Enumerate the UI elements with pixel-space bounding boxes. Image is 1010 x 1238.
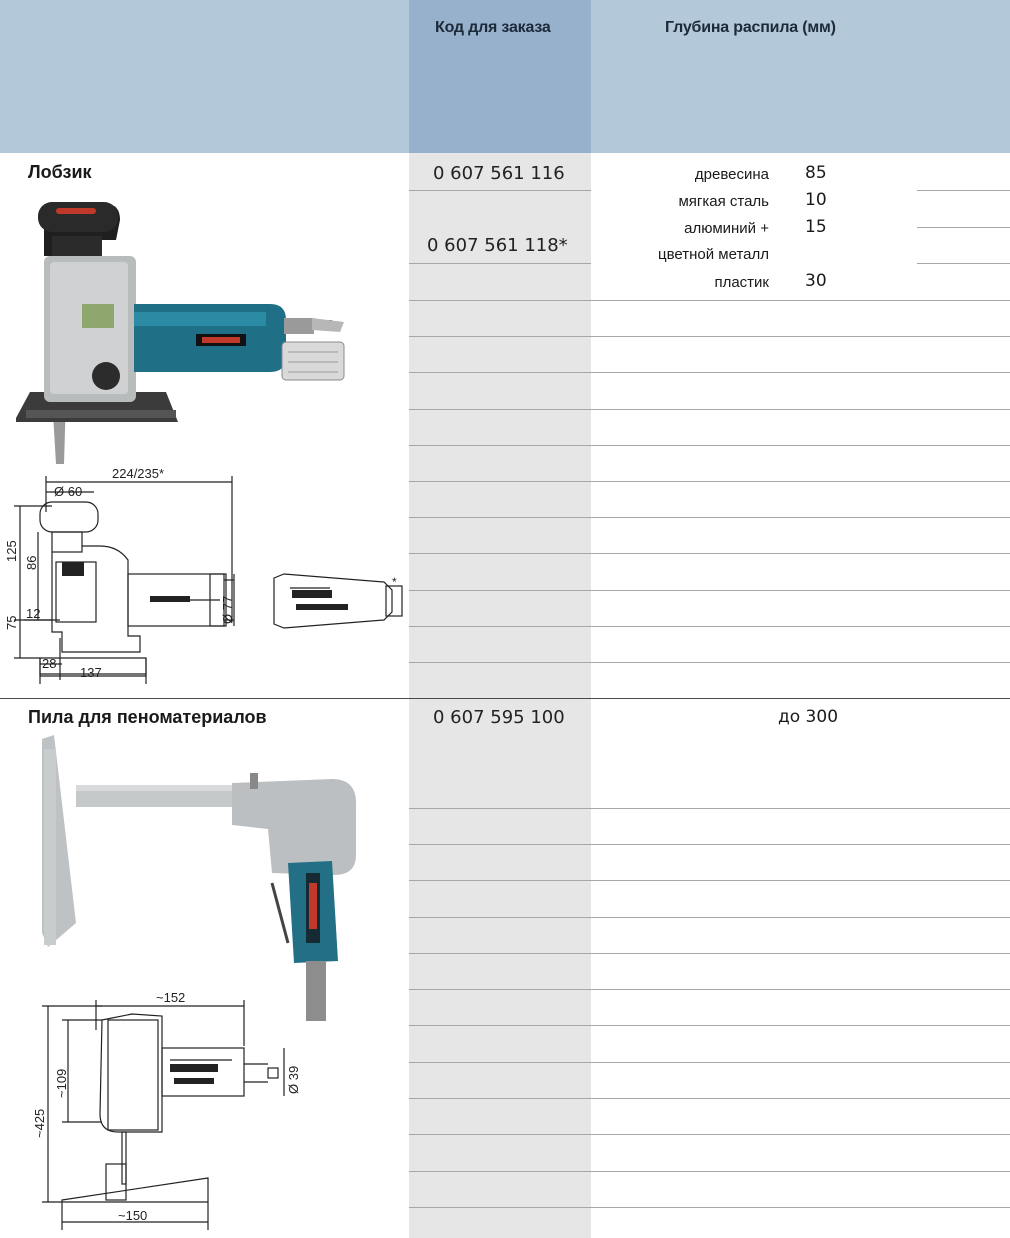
depth-value: до 300 [778, 707, 839, 727]
dim-137-label: 137 [80, 665, 102, 680]
dim-height-109-label: ~109 [54, 1069, 69, 1098]
material-label: пластик [714, 274, 769, 291]
dim-height-75-label: 75 [4, 616, 19, 630]
dim-diameter-39-label: Ø 39 [286, 1066, 301, 1094]
material-label: древесина [694, 166, 769, 183]
header-band-depth: Глубина распила (мм) [591, 0, 1010, 153]
material-label: мягкая сталь [678, 193, 769, 210]
dim-grip-label: Ø 60 [54, 484, 82, 499]
dim-height-125-label: 125 [4, 540, 19, 562]
dim-28-label: 28 [42, 656, 56, 671]
foam-saw-dimension-drawing: ~152 ~109 ~425 Ø 39 ~150 [32, 990, 301, 1230]
foam-saw-photo [42, 735, 356, 1021]
material-label: цветной металл [658, 246, 769, 263]
product-title-jigsaw: Лобзик [28, 162, 92, 182]
depth-value: 30 [805, 271, 827, 291]
dim-height-86-label: 86 [24, 556, 39, 570]
dim-12-label: 12 [26, 606, 40, 621]
product-title-foam-saw: Пила для пеноматериалов [28, 707, 267, 727]
order-code: 0 607 561 118* [427, 235, 568, 256]
dim-length-label: 224/235* [112, 466, 164, 481]
jigsaw-photo [16, 202, 345, 464]
code-column-header: Код для заказа [435, 19, 551, 36]
dim-base-label: ~150 [118, 1208, 147, 1223]
material-label: алюминий + [684, 220, 769, 237]
code-column-bg [409, 153, 591, 1238]
depth-value: 15 [805, 217, 827, 237]
dim-diameter-77-label: Ø 77 [220, 596, 235, 624]
section-divider [0, 698, 1010, 699]
dim-star-label: * [392, 575, 397, 589]
order-code: 0 607 561 116 [433, 163, 565, 184]
order-code: 0 607 595 100 [433, 707, 565, 728]
dim-width-label: ~152 [156, 990, 185, 1005]
jigsaw-dimension-drawing: 224/235* Ø 60 125 86 75 12 28 137 Ø 77 * [4, 466, 403, 684]
depth-column-header: Глубина распила (мм) [665, 19, 836, 36]
header-band-code: Код для заказа [409, 0, 591, 153]
depth-value: 85 [805, 163, 827, 183]
header-band-left [0, 0, 409, 153]
dim-height-425-label: ~425 [32, 1109, 47, 1138]
depth-value: 10 [805, 190, 827, 210]
